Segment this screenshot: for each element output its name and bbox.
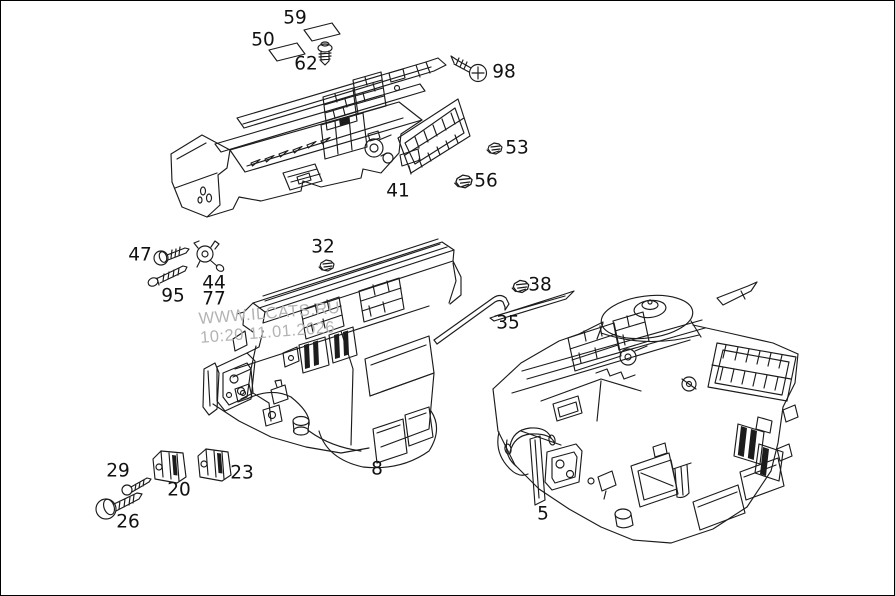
part-41-housing-drawing: [170, 57, 471, 218]
part-label-56[interactable]: 56: [474, 170, 498, 192]
part-label-53[interactable]: 53: [505, 137, 529, 159]
part-label-29[interactable]: 29: [106, 460, 130, 482]
part-label-50[interactable]: 50: [251, 29, 275, 51]
part-label-23[interactable]: 23: [230, 462, 254, 484]
part-38-clip-drawing: [511, 279, 530, 294]
part-32-clip-drawing: [318, 259, 335, 272]
part-label-44[interactable]: 44: [202, 272, 226, 294]
part-47-screw-drawing: [153, 246, 190, 266]
part-label-26[interactable]: 26: [116, 511, 140, 533]
part-label-77[interactable]: 77: [202, 288, 226, 310]
part-59-gasket-drawing: [303, 22, 341, 42]
part-95-bolt-drawing: [147, 265, 188, 287]
part-label-32[interactable]: 32: [311, 236, 335, 258]
part-26-screw-drawing: [95, 492, 143, 520]
part-62-grommet-drawing: [317, 41, 333, 66]
part-29-screw-drawing: [121, 477, 152, 496]
part-label-59[interactable]: 59: [283, 7, 307, 29]
part-44-77-actuator-drawing: [193, 240, 225, 272]
part-label-20[interactable]: 20: [167, 479, 191, 501]
part-label-47[interactable]: 47: [128, 244, 152, 266]
part-label-38[interactable]: 38: [528, 274, 552, 296]
part-50-gasket-drawing: [268, 42, 306, 62]
part-8-housing-drawing: [202, 238, 462, 469]
part-56-clip-drawing: [454, 174, 473, 189]
part-label-35[interactable]: 35: [496, 312, 520, 334]
part-label-95[interactable]: 95: [161, 285, 185, 307]
part-53-clip-drawing: [486, 142, 503, 155]
part-label-98[interactable]: 98: [492, 61, 516, 83]
part-98-screw-drawing: [450, 55, 488, 83]
part-label-8[interactable]: 8: [371, 458, 383, 480]
part-35-rod-drawing: [433, 294, 510, 345]
part-label-5[interactable]: 5: [537, 503, 549, 525]
part-5-hvac-unit-drawing: [489, 281, 799, 544]
part-23-block-drawing: [197, 448, 232, 482]
part-label-62[interactable]: 62: [294, 53, 318, 75]
part-20-block-drawing: [152, 450, 187, 484]
part-label-41[interactable]: 41: [386, 180, 410, 202]
